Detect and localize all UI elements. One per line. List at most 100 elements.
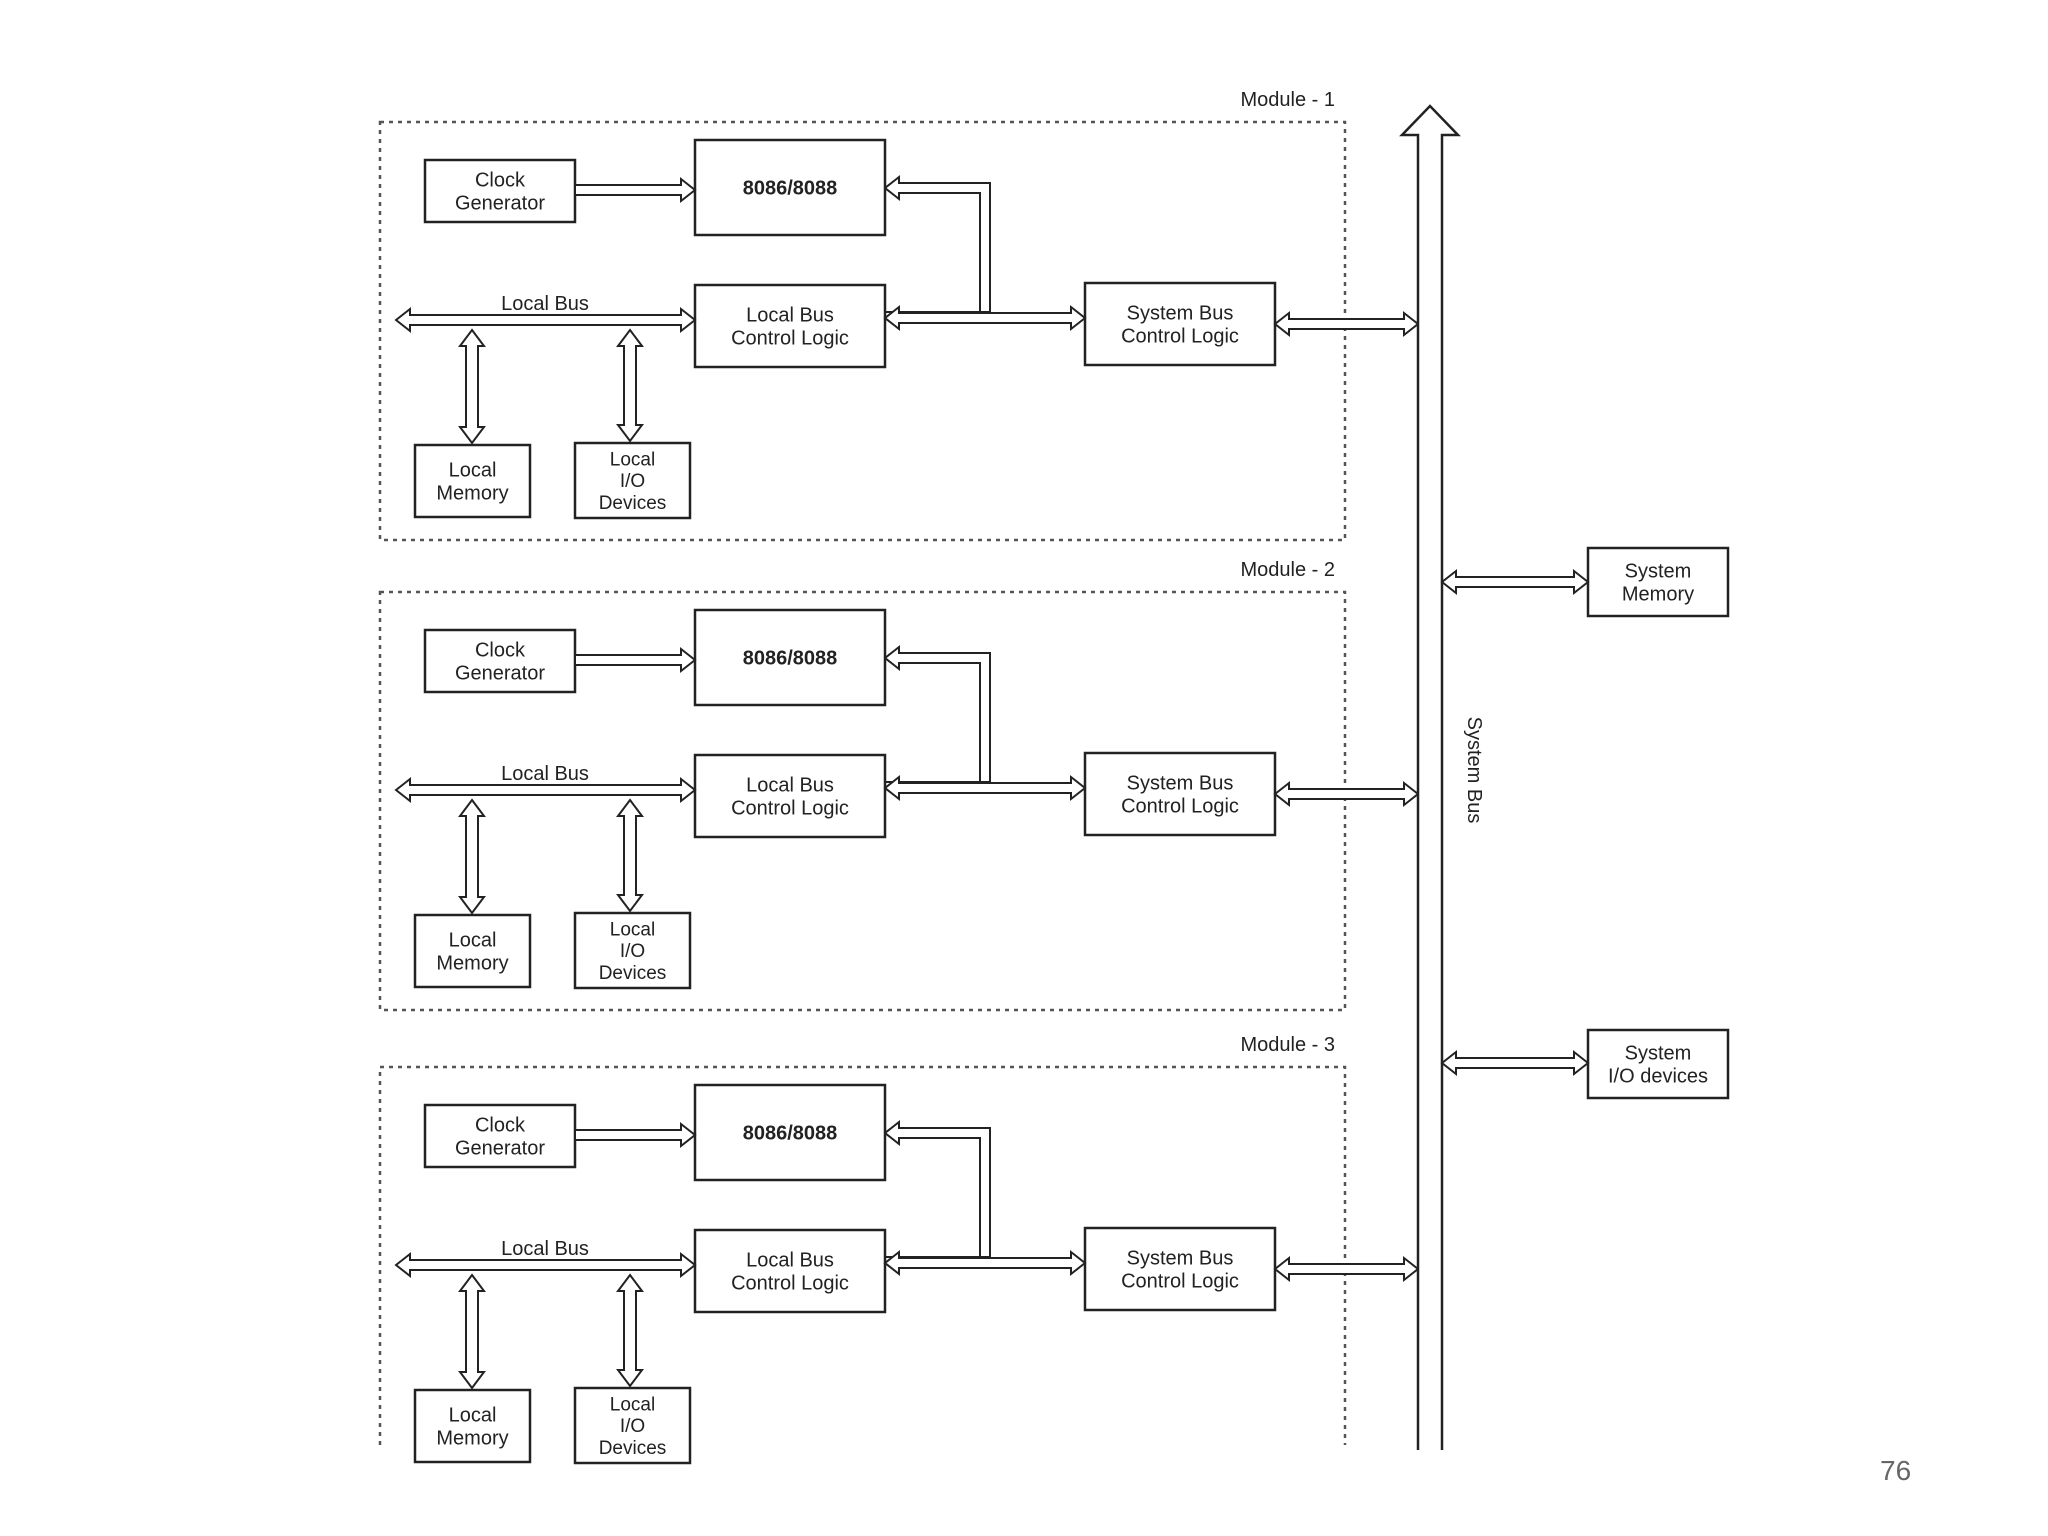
cpu-box-label-line: 8086/8088 xyxy=(743,1123,838,1145)
module-title: Module - 2 xyxy=(1241,559,1336,581)
clock-generator-box-label-line: Clock xyxy=(475,170,526,192)
local-bus-arrow xyxy=(394,776,697,804)
system-io-box xyxy=(1586,1028,1730,1100)
local-io-box-label-line: Devices xyxy=(599,963,667,984)
control-logic-link-arrow xyxy=(883,774,1087,802)
module-border xyxy=(378,120,1347,542)
system-bus-control-box-label-line: System Bus xyxy=(1127,773,1234,795)
clock-generator-box-label-line: Generator xyxy=(455,193,545,215)
local-io-arrow xyxy=(616,1273,644,1388)
clock-generator-box xyxy=(423,628,577,694)
local-memory-box-label-line: Local xyxy=(449,930,497,952)
module-border xyxy=(378,590,1347,1012)
system-memory-box-label-line: Memory xyxy=(1622,584,1694,606)
system-bus-link-arrow xyxy=(1273,310,1420,338)
local-memory-box xyxy=(413,913,532,989)
clock-to-cpu-arrow xyxy=(574,1121,697,1149)
local-io-box-label-line: Local xyxy=(610,919,655,940)
local-io-box-label-line: I/O xyxy=(620,471,645,492)
system-bus-link-arrow xyxy=(1273,780,1420,808)
module-border xyxy=(378,1065,1347,1445)
local-memory-box-label-line: Local xyxy=(449,460,497,482)
page-number: 76 xyxy=(1880,1455,1912,1486)
cpu-bus-connector xyxy=(884,644,991,783)
local-bus-label: Local Bus xyxy=(501,763,589,785)
local-io-arrow xyxy=(616,798,644,913)
system-bus-control-box-label-line: System Bus xyxy=(1127,1248,1234,1270)
local-memory-arrow xyxy=(458,798,486,915)
local-bus-control-box xyxy=(693,1228,887,1314)
local-memory-box-label-line: Local xyxy=(449,1405,497,1427)
local-io-box xyxy=(573,1386,692,1465)
system-io-box-label-line: System xyxy=(1625,1043,1692,1065)
local-memory-box-label-line: Memory xyxy=(436,483,508,505)
clock-generator-box-label-line: Generator xyxy=(455,663,545,685)
clock-generator-box-label-line: Clock xyxy=(475,1115,526,1137)
cpu-bus-connector xyxy=(884,1119,991,1258)
clock-to-cpu-arrow xyxy=(574,176,697,204)
cpu-box xyxy=(693,1083,887,1182)
local-io-box-label-line: Devices xyxy=(599,1438,667,1459)
local-bus-control-box-label-line: Local Bus xyxy=(746,305,834,327)
module-title: Module - 3 xyxy=(1241,1034,1336,1056)
local-io-box xyxy=(573,441,692,520)
system-memory-arrow xyxy=(1440,568,1590,596)
local-memory-arrow xyxy=(458,1273,486,1390)
local-bus-arrow xyxy=(394,306,697,334)
local-io-box-label-line: I/O xyxy=(620,1416,645,1437)
system-memory-box-label-line: System xyxy=(1625,561,1692,583)
local-bus-control-box-label-line: Control Logic xyxy=(731,798,849,820)
local-bus-control-box-label-line: Local Bus xyxy=(746,1250,834,1272)
control-logic-link-arrow xyxy=(883,304,1087,332)
clock-generator-box xyxy=(423,158,577,224)
clock-generator-box-label-line: Generator xyxy=(455,1138,545,1160)
system-bus-control-box xyxy=(1083,1226,1277,1312)
clock-to-cpu-arrow xyxy=(574,646,697,674)
control-logic-link-arrow xyxy=(883,1249,1087,1277)
cpu-box xyxy=(693,138,887,237)
local-io-box-label-line: Local xyxy=(610,449,655,470)
cpu-box xyxy=(693,608,887,707)
local-io-box xyxy=(573,911,692,990)
local-bus-label: Local Bus xyxy=(501,293,589,315)
local-bus-control-box xyxy=(693,753,887,839)
cpu-box-label-line: 8086/8088 xyxy=(743,178,838,200)
system-io-box-label-line: I/O devices xyxy=(1608,1066,1708,1088)
local-io-box-label-line: Devices xyxy=(599,493,667,514)
system-bus xyxy=(1399,104,1461,1450)
local-bus-label: Local Bus xyxy=(501,1238,589,1260)
cpu-box-label: 8086/8088 xyxy=(743,1123,838,1145)
system-bus-control-box-label-line: Control Logic xyxy=(1121,796,1239,818)
local-io-box-label-line: I/O xyxy=(620,941,645,962)
local-bus-control-box-label-line: Control Logic xyxy=(731,328,849,350)
system-bus-link-arrow xyxy=(1273,1255,1420,1283)
local-memory-box-label-line: Memory xyxy=(436,953,508,975)
local-memory-box xyxy=(413,443,532,519)
system-bus-control-box-label-line: System Bus xyxy=(1127,303,1234,325)
cpu-bus-connector xyxy=(884,174,991,313)
module-title: Module - 1 xyxy=(1241,89,1336,111)
local-memory-arrow xyxy=(458,328,486,445)
local-bus-control-box-label-line: Control Logic xyxy=(731,1273,849,1295)
system-bus-control-box xyxy=(1083,751,1277,837)
cpu-box-label: 8086/8088 xyxy=(743,648,838,670)
cpu-box-label-line: 8086/8088 xyxy=(743,648,838,670)
cpu-box-label: 8086/8088 xyxy=(743,178,838,200)
